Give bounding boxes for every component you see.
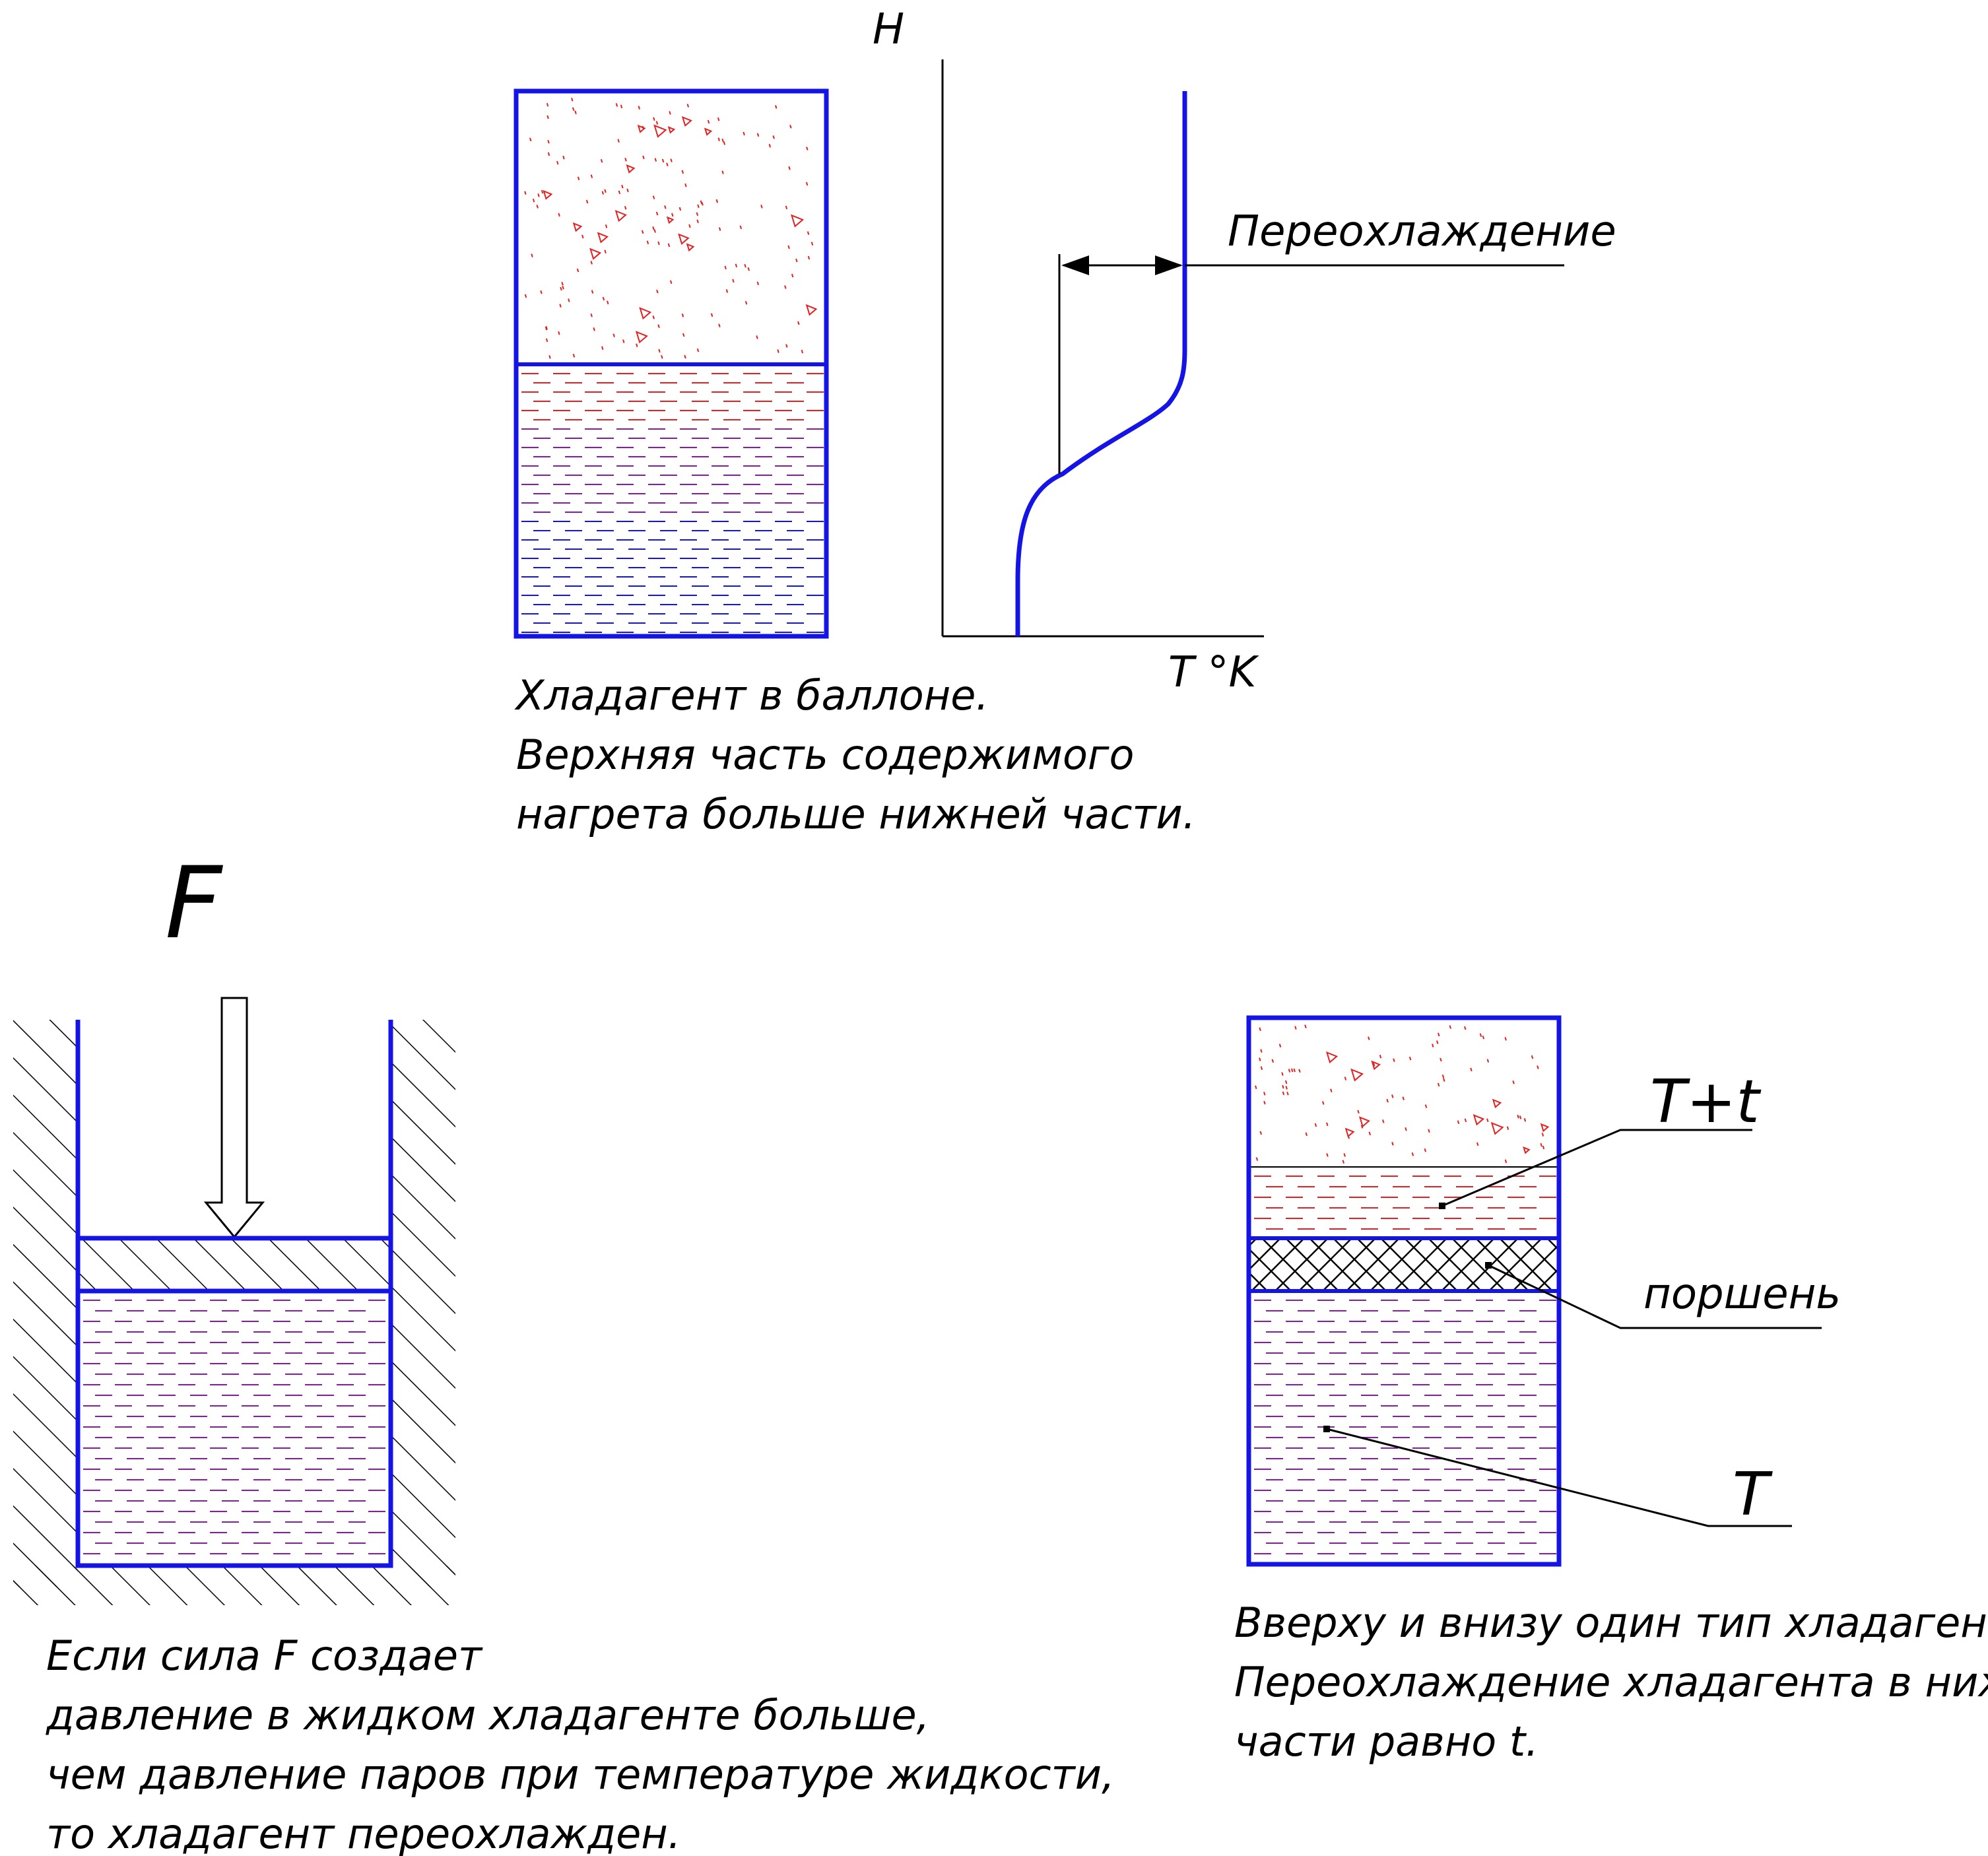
leader-piston (1485, 1262, 1822, 1329)
bottom-left-caption-line-3: чем давление паров при температуре жидко… (46, 1750, 1115, 1799)
bottom-left-caption-line-2: давление в жидком хладагенте больше, (46, 1691, 929, 1739)
left-wall-hatch (13, 1020, 78, 1587)
x-axis-label: T °K (1168, 648, 1259, 697)
warm-liquid-region (1254, 1176, 1556, 1230)
top-caption-line-3: нагрета больше нижней части. (516, 790, 1196, 838)
gas-region (1255, 1024, 1550, 1164)
top-cylinder (514, 88, 829, 639)
temperature-height-graph: H T °K Переохлаждение (873, 5, 1616, 697)
right-wall-hatch (391, 1020, 455, 1587)
top-caption: Хладагент в баллоне. Верхняя часть содер… (514, 671, 1196, 838)
force-piston-figure: F (13, 846, 455, 1605)
label-piston: поршень (1643, 1270, 1841, 1319)
bottom-left-caption: Если сила F создает давление в жидком хл… (46, 1632, 1127, 1856)
bottom-right-caption-line-3: части равно t. (1234, 1717, 1539, 1766)
force-arrow (203, 997, 265, 1239)
bottom-right-caption: Вверху и внизу один тип хладагента. Пере… (1234, 1599, 1988, 1766)
top-caption-line-2: Верхняя часть содержимого (516, 731, 1134, 779)
label-top: T+t (1650, 1067, 1762, 1137)
y-axis-label: H (873, 5, 904, 54)
liquid-region (521, 373, 824, 633)
piston (75, 1236, 393, 1294)
split-cylinder-figure: T+t поршень T (1246, 1015, 1841, 1567)
leader-top (1439, 1129, 1752, 1209)
bottom-left-caption-line-1: Если сила F создает (46, 1632, 483, 1680)
bottom-right-caption-line-1: Вверху и внизу один тип хладагента. (1234, 1599, 1988, 1647)
leader-bottom (1323, 1426, 1792, 1527)
separating-piston (1249, 1238, 1559, 1291)
bottom-left-caption-line-4: то хладагент переохлажден. (46, 1810, 681, 1856)
gas-region (524, 98, 818, 359)
label-bottom: T (1733, 1460, 1773, 1529)
top-caption-line-1: Хладагент в баллоне. (514, 671, 989, 719)
subcooled-liquid (83, 1300, 385, 1554)
subcooling-label: Переохлаждение (1228, 207, 1616, 256)
force-label: F (165, 846, 224, 961)
subcooled-liquid-region (1254, 1300, 1556, 1554)
bottom-right-caption-line-2: Переохлаждение хладагента в нижней (1234, 1658, 1988, 1706)
temperature-curve (1015, 91, 1187, 636)
bottom-wall-hatch (13, 1566, 455, 1605)
